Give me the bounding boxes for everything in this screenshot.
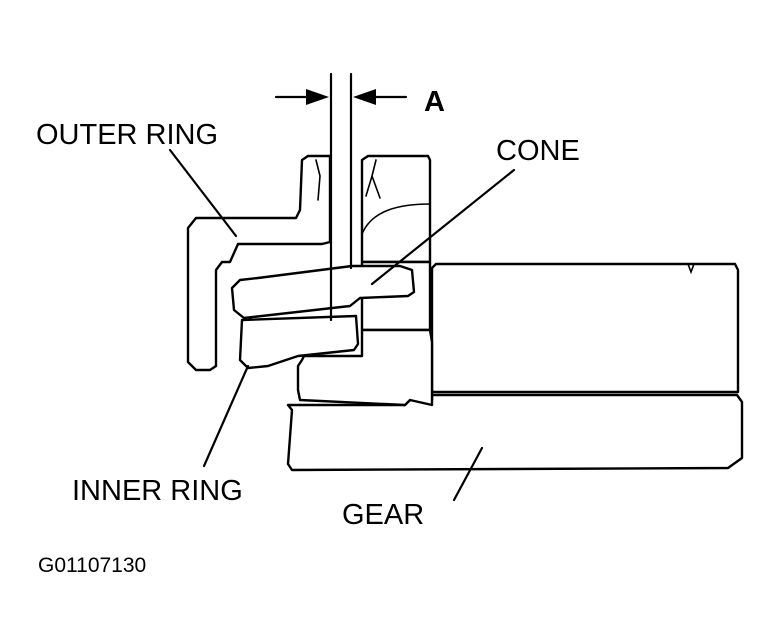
label-dimension-a: A <box>424 86 445 118</box>
outer-ring-tooth <box>315 159 321 201</box>
label-outer-ring: OUTER RING <box>36 119 218 151</box>
hub-notch <box>687 263 695 275</box>
label-gear: GEAR <box>342 499 424 531</box>
inner-ring-leader <box>202 364 250 468</box>
label-inner-ring: INNER RING <box>72 475 243 507</box>
dimension-arrow-left-head <box>306 89 329 105</box>
cone-base <box>296 328 434 407</box>
cone-tooth-chamfer <box>365 159 381 199</box>
dimension-arrow-right-head <box>353 89 376 105</box>
gear-body <box>286 393 744 472</box>
cone-shoulder <box>361 203 431 235</box>
cone-leader <box>370 168 516 286</box>
outer-ring-leader <box>168 148 238 238</box>
gear-hub <box>430 262 740 394</box>
figure-id: G01107130 <box>38 554 146 577</box>
gear-leader <box>452 446 484 502</box>
inner-ring <box>238 314 360 370</box>
label-cone: CONE <box>496 135 580 167</box>
